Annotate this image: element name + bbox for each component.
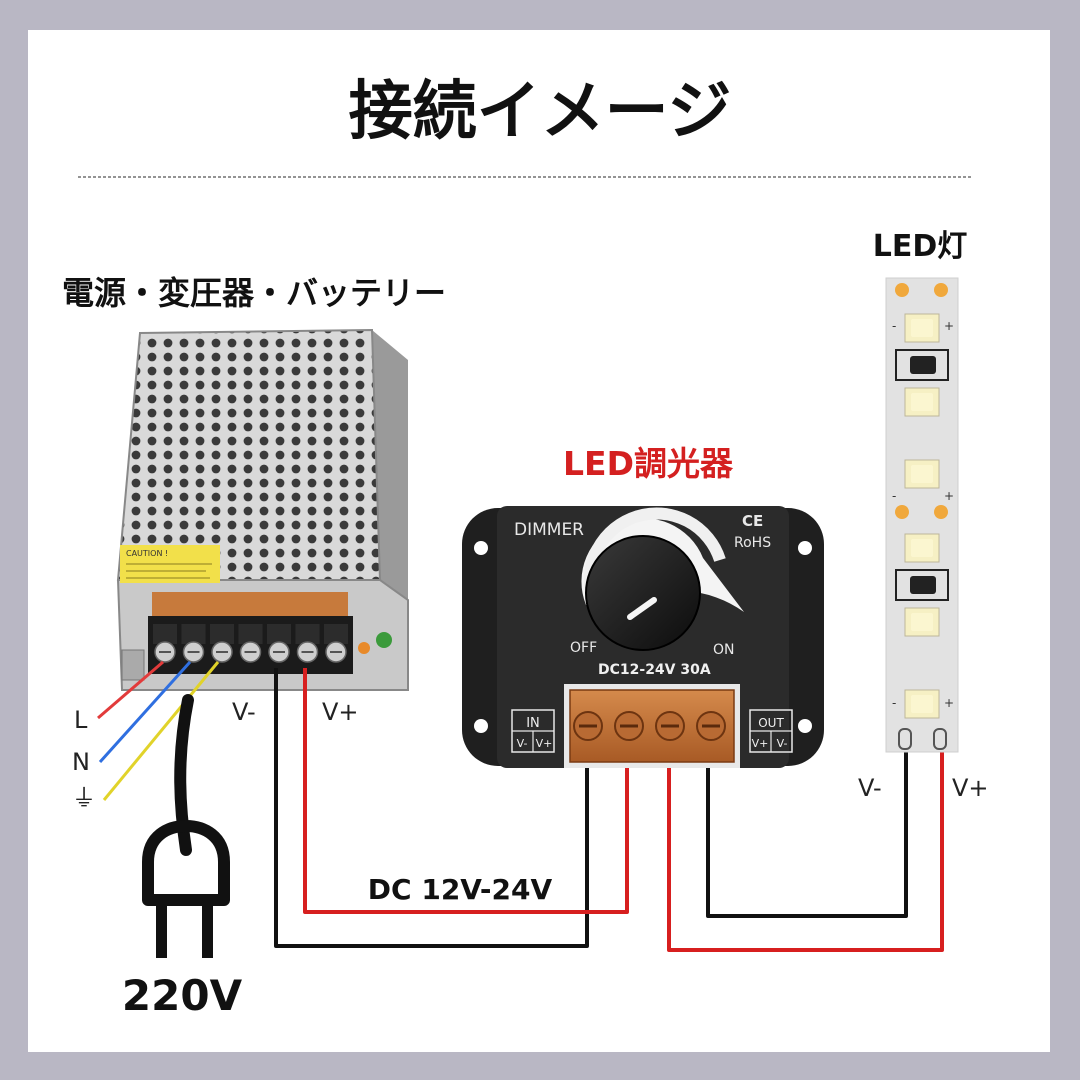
ground-icon: ⏚ [72,784,96,812]
strip-plus-mark: + [944,696,954,710]
solder-pad [895,283,909,297]
mains-voltage-label: 220V [122,971,243,1020]
trim-pot [358,642,370,654]
rohs-mark: RoHS [734,535,771,551]
page-title: 接続イメージ [349,75,732,149]
strip-vneg-label: V- [858,774,882,802]
mount-hole [798,719,812,733]
resistor-outline [895,349,949,381]
resistor [910,356,936,374]
live-label: L [74,706,88,734]
strip-minus-mark: - [892,696,896,710]
strip-vpos-label: V+ [952,774,989,802]
led-chip [904,689,940,719]
resistor [910,576,936,594]
off-label: OFF [570,640,597,656]
led-indicator [376,632,392,648]
mesh-cover [116,328,382,581]
mount-hole [474,541,488,555]
dc-voltage-label: DC 12V-24V [368,873,553,906]
led-chip-lens [911,539,933,557]
dc-wiring [274,668,944,952]
ps-negative-wire [274,668,589,948]
strip-minus-mark: - [892,319,896,333]
led-chip-lens [911,319,933,337]
resistor-outline [895,569,949,601]
dimmer-unit: DIMMER CE RoHS OFF ON DC12-24V 30A IN V-… [462,506,824,768]
led-chip [904,313,940,343]
mains-cord [174,694,194,856]
ps-vneg-label: V- [232,698,256,726]
led-chip-lens [911,613,933,631]
led-strip: - + - + - + [885,277,959,753]
terminal-slot [295,624,320,644]
terminal-slot [238,624,263,644]
end-pad-pos [933,728,947,750]
led-chip-lens [911,393,933,411]
in-neg-label: V- [517,737,528,750]
terminal-cover [152,592,348,616]
dimmer-terminal-screws [573,711,726,741]
mount-hole [798,541,812,555]
strip-components: - + - + - + [892,283,954,719]
strip-negative-wire [706,742,908,918]
terminal-slot [181,624,206,644]
led-chip-lens [911,695,933,713]
out-label: OUT [758,716,784,730]
out-pos-label: V+ [752,737,769,750]
mount-hole [474,719,488,733]
end-pad-neg [898,728,912,750]
on-label: ON [713,642,735,658]
led-chip [904,387,940,417]
strip-positive-wire [667,742,944,952]
ground-wire [102,661,220,801]
knob-pointer [627,597,657,620]
terminal-slot [153,624,177,644]
dimmer-heading: LED調光器 [563,444,734,483]
in-pos-label: V+ [536,737,553,750]
caution-text: CAUTION ! [126,549,168,558]
solder-pad [895,505,909,519]
strip-plus-mark: + [944,319,954,333]
ps-terminal-screws [153,624,348,663]
plug-icon [142,820,230,958]
terminal-slot [267,624,291,644]
neutral-label: N [72,748,90,776]
solder-pad [934,283,948,297]
in-label: IN [526,716,540,731]
out-neg-label: V- [777,737,788,750]
led-strip-heading: LED灯 [873,229,968,264]
power-supply-unit: CAUTION ! [116,328,409,691]
neutral-wire [98,660,192,764]
strip-plus-mark: + [944,489,954,503]
strip-minus-mark: - [892,489,896,503]
dimmer-knob[interactable] [585,535,701,651]
dimmer-brand: DIMMER [514,520,584,540]
ps-vpos-label: V+ [322,698,359,726]
solder-pad [934,505,948,519]
ce-mark: CE [742,512,763,530]
terminal-slot [210,624,234,644]
ps-positive-wire [303,668,629,914]
dimmer-spec: DC12-24V 30A [598,662,711,678]
led-chip-lens [911,465,933,483]
mains-cable [97,660,220,856]
live-wire [97,660,164,720]
power-supply-heading: 電源・変圧器・バッテリー [62,274,446,312]
terminal-slot [324,624,348,644]
